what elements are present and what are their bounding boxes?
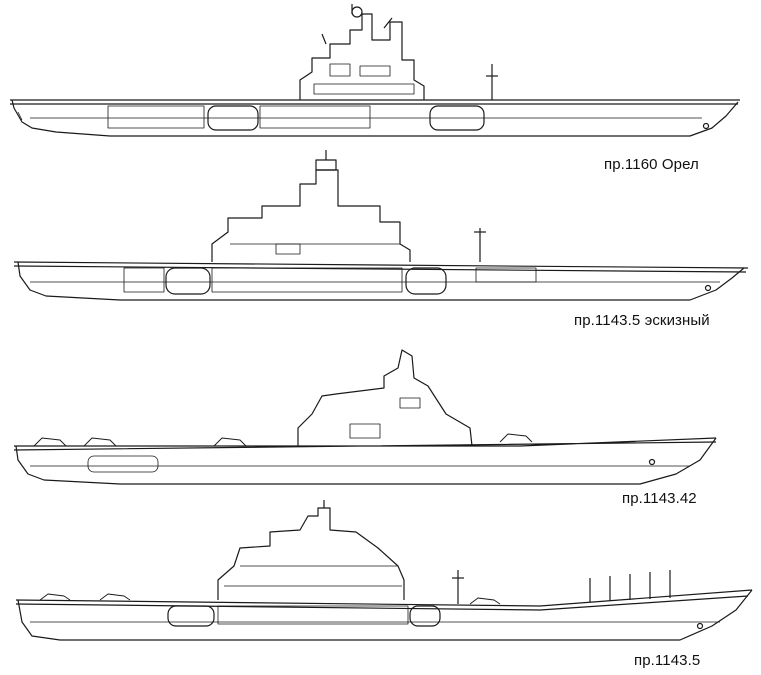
ship-114342-hull xyxy=(16,438,716,484)
ship-114342-profile xyxy=(14,350,716,484)
aircraft-icon xyxy=(470,598,500,604)
caption-ship-1160: пр.1160 Орел xyxy=(604,156,699,173)
ship-11435-flight-deck xyxy=(16,590,752,610)
ship-1160-profile xyxy=(10,4,740,136)
ship-1160-island xyxy=(300,14,424,100)
ship-11435-hull xyxy=(18,590,752,640)
aircraft-icon xyxy=(500,434,532,442)
aircraft-icon xyxy=(214,438,246,446)
ship-11435-profile xyxy=(16,500,752,640)
ship-114342-island xyxy=(298,350,472,446)
ship-1160-flight-deck xyxy=(10,100,740,104)
ship-1160-hull xyxy=(12,100,738,136)
ship-11435-island xyxy=(218,508,404,600)
ship-114342-flight-deck xyxy=(14,438,716,450)
caption-ship-11435-sketch: пр.1143.5 эскизный xyxy=(574,312,710,329)
aircraft-icon xyxy=(84,438,116,446)
aircraft-icon xyxy=(40,594,70,600)
ship-11435-sketch-hull xyxy=(18,262,744,300)
ship-11435-sketch-flight-deck xyxy=(14,262,748,272)
ship-11435-sketch-profile xyxy=(14,150,748,300)
caption-ship-11435: пр.1143.5 xyxy=(634,652,701,669)
caption-ship-114342: пр.1143.42 xyxy=(622,490,697,507)
aircraft-icon xyxy=(34,438,66,446)
aircraft-icon xyxy=(100,594,130,600)
ship-11435-sketch-island xyxy=(212,170,410,262)
